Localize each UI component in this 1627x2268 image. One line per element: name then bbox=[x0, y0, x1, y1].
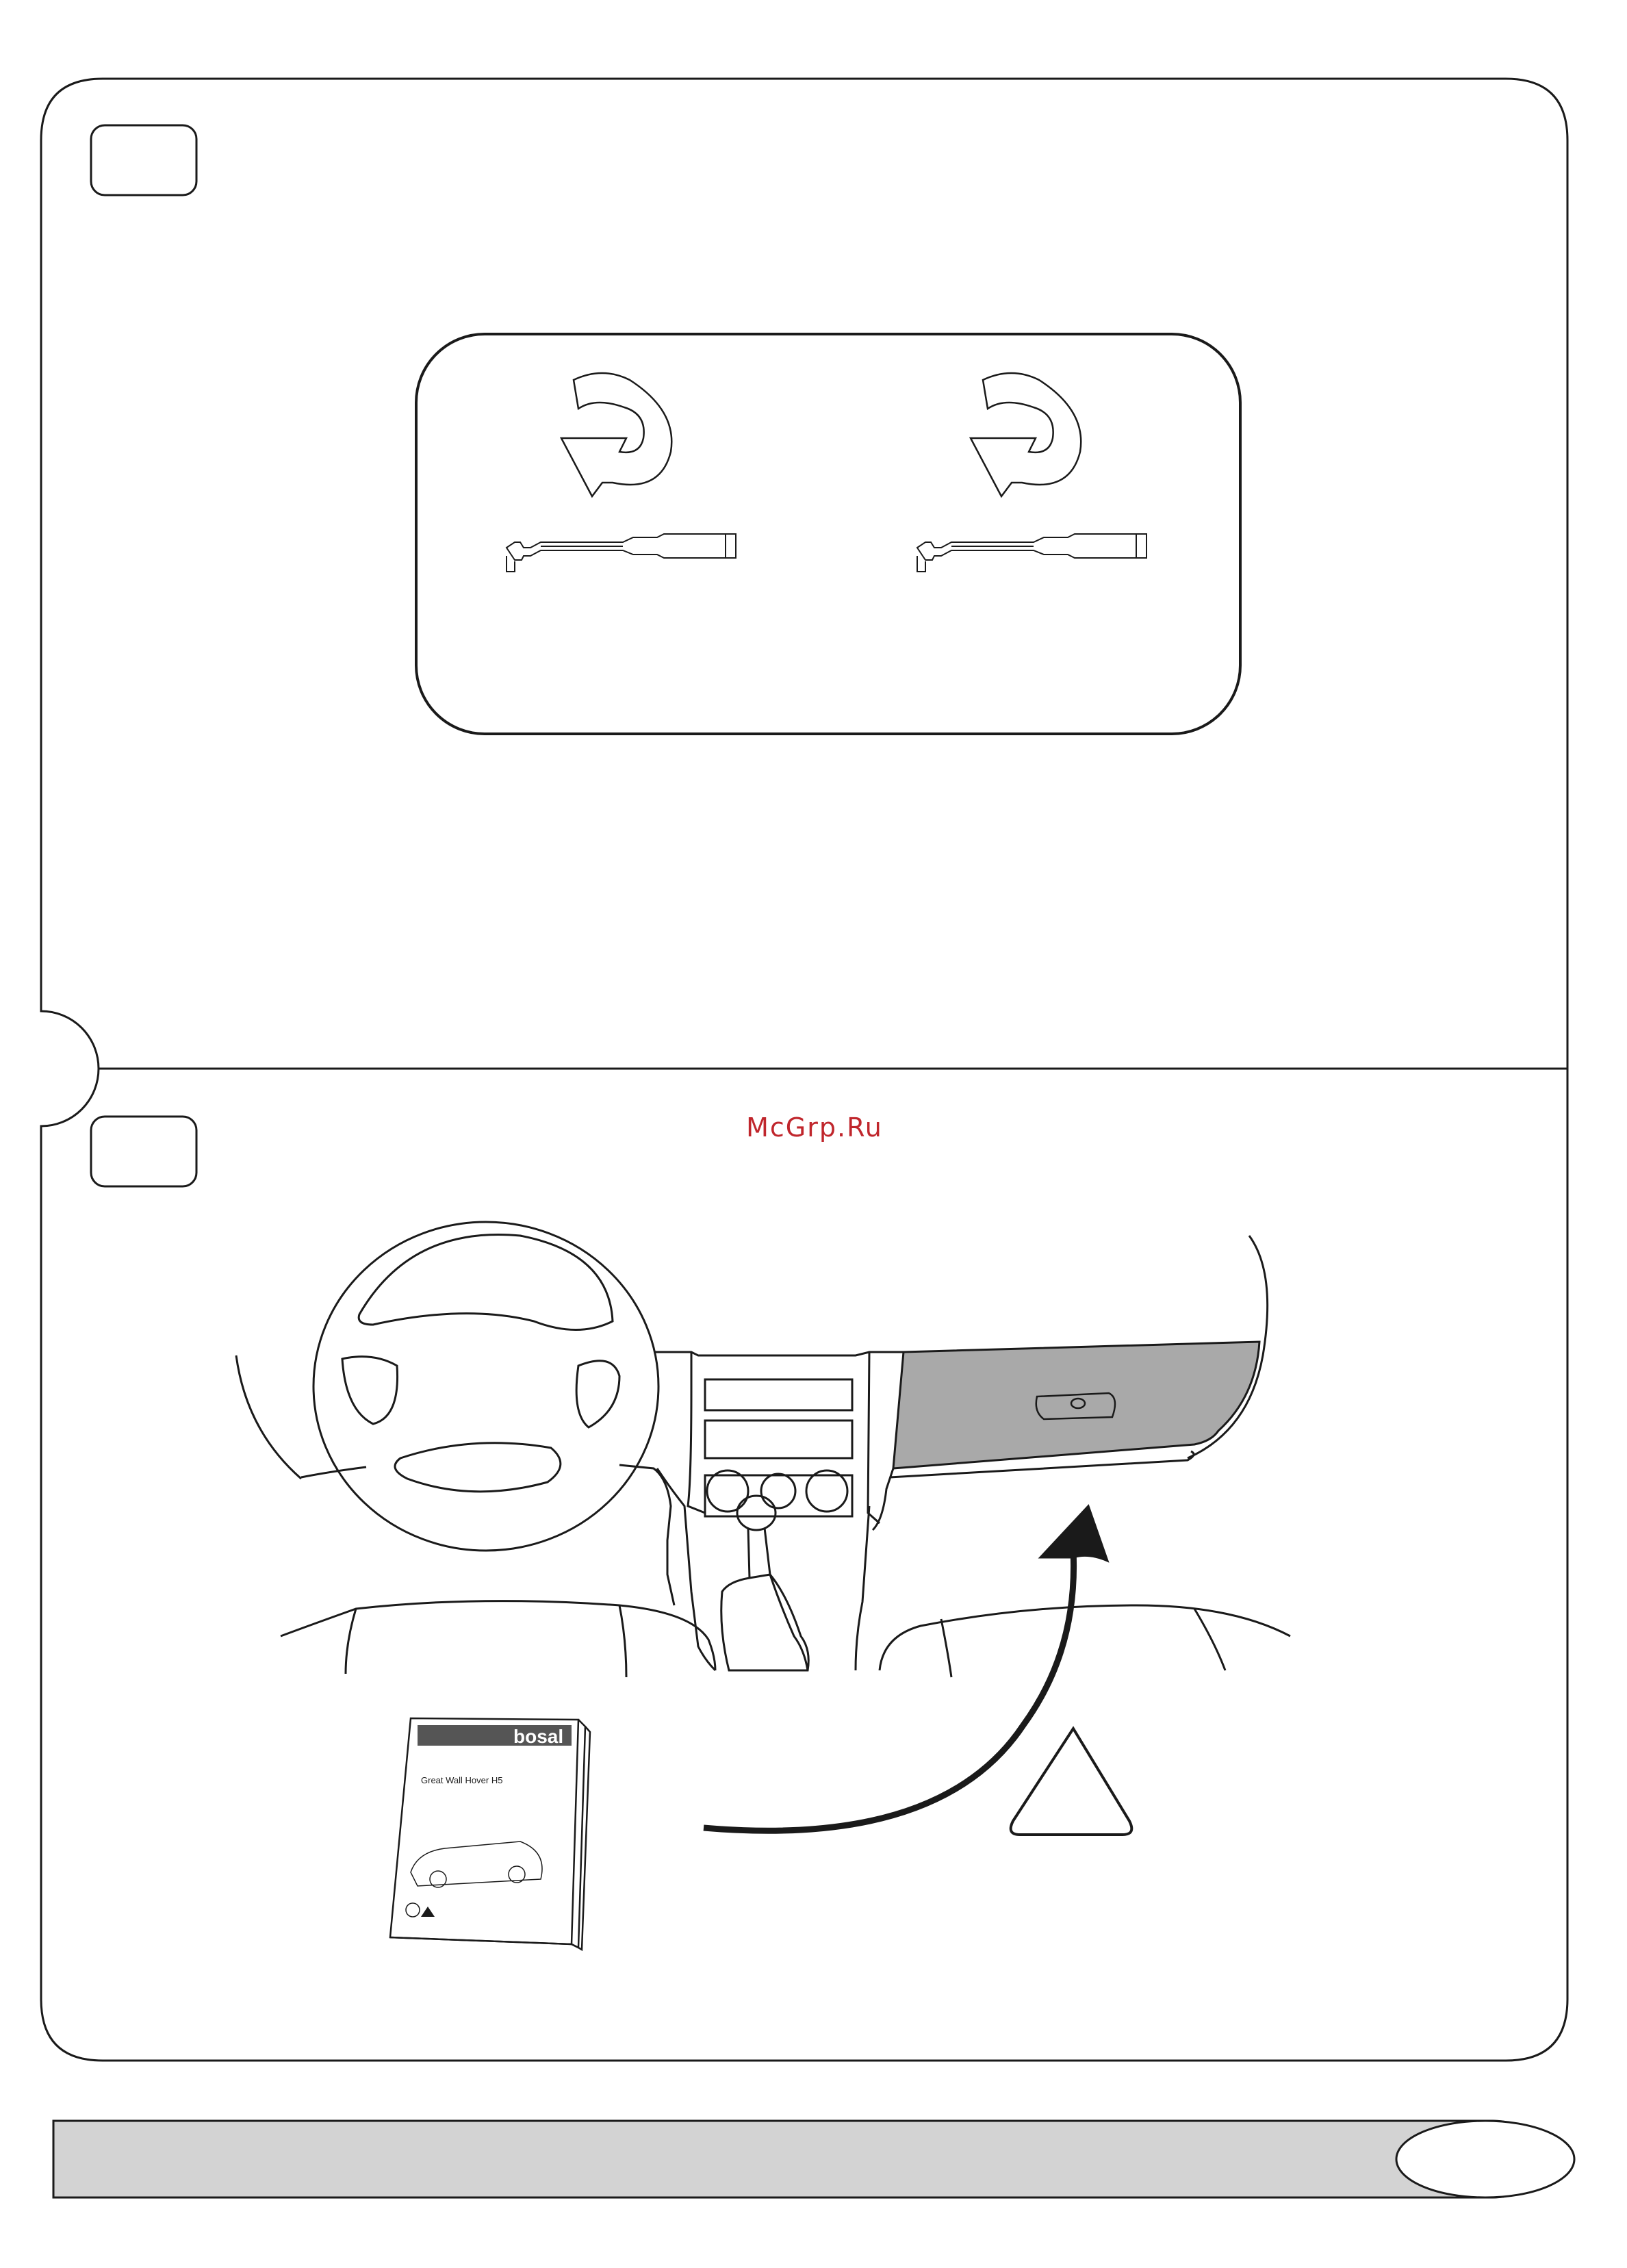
passenger-seat bbox=[880, 1605, 1290, 1670]
left-pillar bbox=[236, 1355, 301, 1479]
step-box-1 bbox=[91, 125, 196, 195]
watermark: McGrp.Ru bbox=[684, 1112, 945, 1143]
wire-sensor-icon bbox=[917, 534, 1146, 572]
steering-wheel bbox=[313, 1222, 658, 1551]
booklet-title: Great Wall Hover H5 bbox=[421, 1775, 502, 1785]
rotate-ccw-icon bbox=[561, 373, 671, 496]
rotate-ccw-icon bbox=[971, 373, 1081, 496]
warning-triangle-icon bbox=[1011, 1729, 1132, 1835]
instruction-booklet: bosal Great Wall Hover H5 bbox=[390, 1718, 590, 1950]
page-number-oval bbox=[1396, 2121, 1574, 2197]
footer-band bbox=[53, 2121, 1533, 2197]
wire-sensor-icon bbox=[507, 534, 736, 572]
curved-arrow-icon bbox=[704, 1506, 1107, 1831]
booklet-brand: bosal bbox=[513, 1726, 563, 1747]
step-box-2 bbox=[91, 1117, 196, 1186]
dashboard-illustration bbox=[236, 1222, 1290, 1677]
